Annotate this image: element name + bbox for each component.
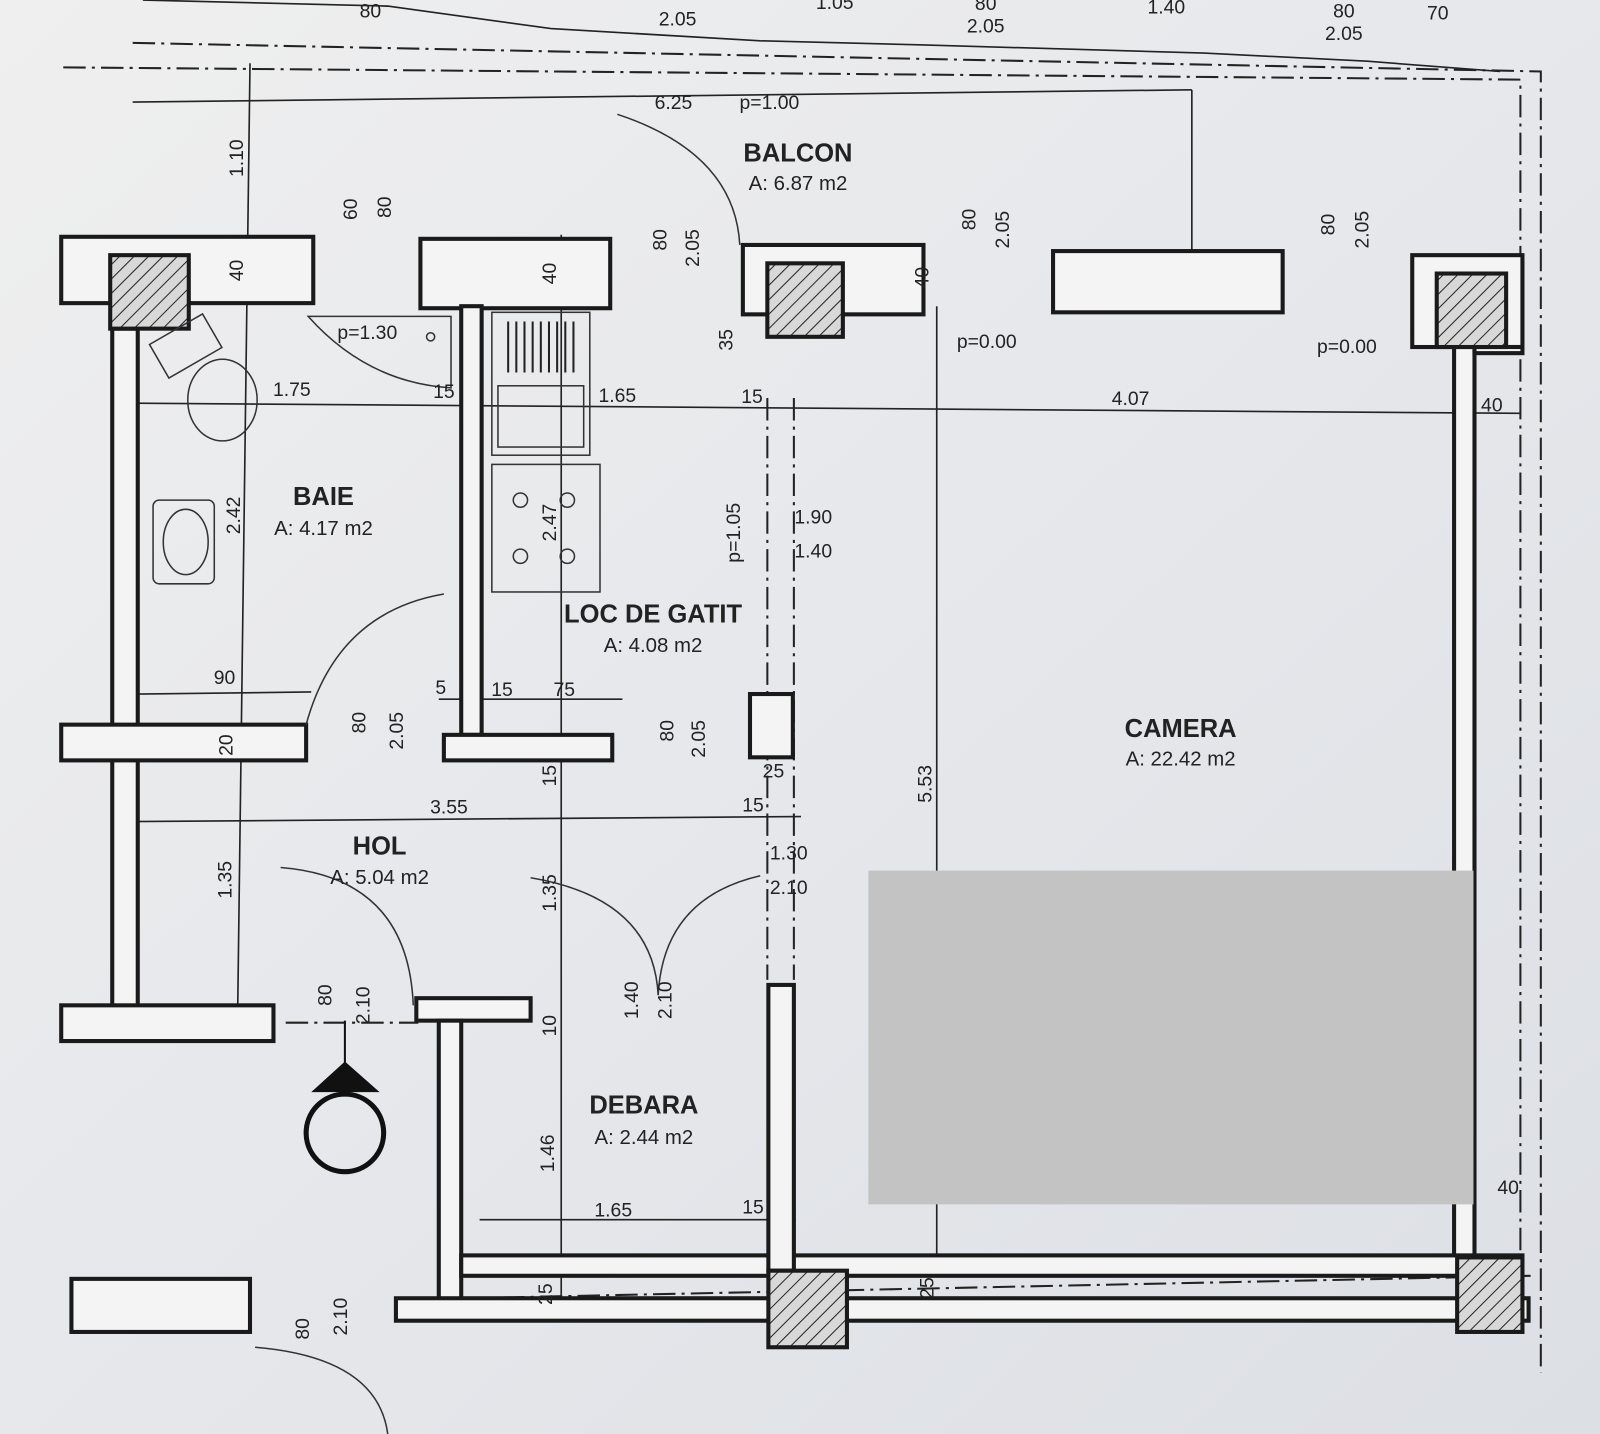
dimension-label: 15 — [539, 765, 561, 787]
room-name: DEBARA — [589, 1092, 698, 1120]
dimension-label: p=1.00 — [739, 92, 799, 114]
toilet-icon — [148, 312, 258, 442]
dimension-label: 15 — [742, 794, 764, 816]
dimension-label: 6.25 — [655, 92, 693, 114]
dimension-label: 15 — [741, 386, 763, 408]
dimension-label: 2.05 — [967, 16, 1005, 38]
shower-icon — [306, 315, 452, 389]
dimension-lines — [63, 0, 1542, 1373]
stove-icon — [491, 463, 601, 593]
dimension-label: 70 — [1427, 2, 1449, 24]
room-camera: CAMERA A: 22.42 m2 — [1125, 715, 1237, 771]
room-name: LOC DE GATIT — [564, 601, 742, 629]
dimension-label: 2.10 — [770, 877, 808, 899]
dimension-label: 20 — [216, 734, 238, 756]
room-area: A: 6.87 m2 — [749, 173, 848, 195]
dimension-label: 2.42 — [223, 497, 245, 535]
dimension-label: 1.35 — [539, 874, 561, 912]
dimension-label: 80 — [374, 196, 396, 218]
north-arrow-icon — [303, 1020, 387, 1175]
dimension-label: 15 — [742, 1197, 764, 1219]
dimension-label: 1.35 — [215, 861, 237, 899]
room-area: A: 2.44 m2 — [595, 1127, 694, 1149]
room-debara: DEBARA A: 2.44 m2 — [589, 1092, 698, 1150]
dimension-label: p=0.00 — [957, 331, 1017, 353]
dimension-label: 80 — [649, 229, 671, 251]
dimension-label: 1.30 — [770, 842, 808, 864]
dimension-label: 80 — [348, 712, 370, 734]
dimension-label: 1.46 — [537, 1134, 559, 1172]
dimension-label: p=1.30 — [337, 322, 397, 344]
dimension-label: 75 — [554, 679, 576, 701]
dimension-label: 5.53 — [915, 765, 937, 803]
room-name: BALCON — [743, 139, 852, 167]
structural-columns — [108, 253, 1525, 1350]
dimension-label: 2.10 — [330, 1298, 352, 1336]
dimension-label: 80 — [360, 0, 382, 22]
dimension-label: 15 — [491, 679, 513, 701]
dimension-label: 1.75 — [273, 379, 311, 401]
room-loc-de-gatit: LOC DE GATIT A: 4.08 m2 — [564, 601, 742, 658]
dimension-label: 80 — [1333, 0, 1355, 22]
dimension-label: 2.05 — [688, 720, 710, 758]
dimension-label: 2.05 — [1351, 211, 1373, 249]
room-balcon: BALCON A: 6.87 m2 — [743, 139, 852, 195]
room-area: A: 4.17 m2 — [274, 518, 373, 540]
dimension-label: 1.65 — [598, 385, 636, 407]
room-hol: HOL A: 5.04 m2 — [330, 832, 429, 889]
room-area: A: 5.04 m2 — [330, 867, 429, 889]
dimension-label: 40 — [226, 259, 248, 281]
dimension-label: 3.55 — [430, 796, 468, 818]
room-name: CAMERA — [1125, 715, 1237, 743]
dimension-label: 4.07 — [1112, 388, 1150, 410]
dimension-label: 15 — [433, 381, 455, 403]
doors — [255, 113, 761, 1434]
dimension-label: 1.40 — [1147, 0, 1185, 18]
sink-icon — [152, 499, 216, 585]
dimension-label: 2.05 — [659, 9, 697, 31]
dimension-label: 25 — [917, 1277, 939, 1299]
dimension-label: 2.47 — [539, 504, 561, 542]
dimension-label: 80 — [656, 720, 678, 742]
dimension-label: 2.05 — [1325, 23, 1363, 45]
room-name: BAIE — [293, 483, 354, 511]
dimension-label: 1.90 — [794, 507, 832, 529]
dimension-label: 80 — [315, 984, 337, 1006]
dimension-label: 1.05 — [816, 0, 854, 14]
dimension-label: 25 — [535, 1283, 557, 1305]
dimension-label: 2.05 — [682, 229, 704, 267]
dimension-label: 60 — [340, 198, 362, 220]
dimension-label: 40 — [1497, 1177, 1519, 1199]
dimension-label: 2.05 — [386, 712, 408, 750]
dimension-label: 1.10 — [226, 139, 248, 177]
dimension-label: 35 — [716, 329, 738, 351]
dimension-label: 1.65 — [594, 1200, 632, 1222]
dimension-label: 90 — [214, 667, 236, 689]
dimension-label: 1.40 — [794, 540, 832, 562]
room-baie: BAIE A: 4.17 m2 — [274, 483, 373, 540]
dimension-label: 80 — [1318, 214, 1340, 236]
dimension-label: 40 — [1481, 394, 1503, 416]
redaction-box — [868, 870, 1474, 1205]
dimension-label: 80 — [975, 0, 997, 15]
dimension-label: p=0.00 — [1317, 336, 1377, 358]
dimension-label: 80 — [959, 208, 981, 230]
dimension-label: 1.40 — [621, 981, 643, 1019]
room-name: HOL — [353, 832, 407, 860]
dimension-label: 2.10 — [352, 986, 374, 1024]
room-area: A: 22.42 m2 — [1126, 748, 1236, 770]
dimension-label: 10 — [539, 1015, 561, 1037]
dimension-label: 5 — [435, 677, 446, 699]
dimension-label: 25 — [763, 761, 785, 783]
dimension-label: 2.10 — [654, 981, 676, 1019]
dimension-label: 40 — [539, 263, 561, 285]
dimension-label: 2.05 — [992, 211, 1014, 249]
kitchen-sink-icon — [491, 311, 591, 456]
dimension-label: p=1.05 — [723, 503, 745, 563]
room-area: A: 4.08 m2 — [604, 635, 703, 657]
dimension-label: 40 — [912, 267, 934, 289]
dimension-label: 80 — [292, 1318, 314, 1340]
